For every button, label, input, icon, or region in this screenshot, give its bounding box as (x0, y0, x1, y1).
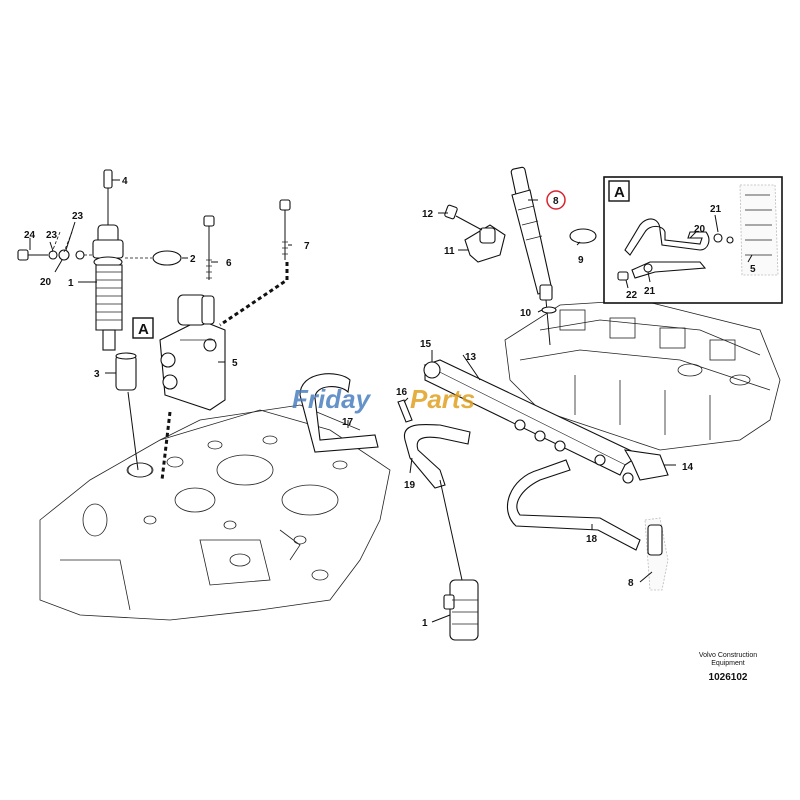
caption-line-2: Equipment (711, 660, 745, 667)
fuel-rail-13 (423, 359, 669, 484)
callout-13: 13 (465, 352, 477, 363)
unit-injector-left (92, 169, 124, 351)
callout-labels: 4 2 6 7 24 23 23 20 1 3 5 8 12 11 9 10 1… (24, 176, 756, 629)
svg-text:Friday: Friday (292, 384, 372, 414)
callout-1-top: 1 (68, 278, 74, 289)
callout-14: 14 (682, 462, 694, 473)
callout-15: 15 (420, 339, 432, 350)
caption: Volvo Construction Equipment 1026102 (699, 652, 757, 683)
guide-dash-5 (160, 411, 172, 481)
pipe-19 (404, 423, 471, 489)
highlight-circle-8 (546, 190, 566, 210)
callout-19: 19 (404, 480, 416, 491)
engine-block-left (39, 404, 391, 621)
detail-view-a (603, 176, 783, 304)
leader-lines (29, 179, 753, 623)
callout-23-a: 23 (46, 230, 58, 241)
svg-text:Parts: Parts (410, 384, 475, 414)
callout-5-left: 5 (232, 358, 238, 369)
detail-callout-21-top: 21 (710, 204, 722, 215)
detail-callout-20: 20 (694, 224, 706, 235)
sensor-8-bottom (644, 517, 669, 591)
bolt-7 (279, 199, 291, 260)
bolt-16 (397, 399, 413, 423)
callout-18: 18 (586, 534, 598, 545)
detail-callout-22: 22 (626, 290, 638, 301)
detail-callout-5: 5 (750, 264, 756, 275)
callout-9: 9 (578, 255, 584, 266)
pump-1-bottom (439, 479, 479, 641)
screw-12 (444, 204, 483, 231)
callout-17: 17 (342, 417, 354, 428)
clamp-11 (464, 224, 506, 263)
pipe-18 (506, 459, 641, 551)
callout-4: 4 (122, 176, 128, 187)
watermark: Friday Parts (292, 384, 475, 414)
callout-11: 11 (444, 246, 455, 257)
o-ring-2 (152, 250, 182, 266)
injector-8 (510, 166, 553, 346)
caption-id: 1026102 (709, 672, 748, 683)
callout-6: 6 (226, 258, 232, 269)
screw-set-left (17, 231, 94, 261)
pump-housing-5 (159, 294, 226, 411)
svg-text:A: A (614, 184, 625, 201)
caption-line-1: Volvo Construction (699, 652, 757, 659)
callout-7: 7 (304, 241, 310, 252)
detail-callout-21-bottom: 21 (644, 286, 656, 297)
guide-dash-7 (219, 262, 289, 327)
view-a-main-label: A (132, 317, 154, 339)
callout-24: 24 (24, 230, 36, 241)
callout-8-top: 8 (553, 196, 559, 207)
guide-line-3 (127, 391, 139, 471)
callout-10: 10 (520, 308, 532, 319)
svg-text:A: A (138, 321, 149, 338)
callout-20: 20 (40, 277, 52, 288)
callout-12: 12 (422, 209, 434, 220)
bolt-6 (203, 215, 215, 280)
callout-3: 3 (94, 369, 100, 380)
washer-10 (541, 306, 557, 314)
o-ring-9 (569, 228, 597, 244)
callout-16: 16 (396, 387, 408, 398)
pipe-17 (299, 373, 379, 453)
callout-1-bottom: 1 (422, 618, 428, 629)
callout-8-bottom: 8 (628, 578, 634, 589)
tappet-roller (115, 352, 137, 391)
callout-2: 2 (190, 254, 196, 265)
view-a-detail-label: A (608, 180, 630, 202)
callout-23-b: 23 (72, 211, 84, 222)
